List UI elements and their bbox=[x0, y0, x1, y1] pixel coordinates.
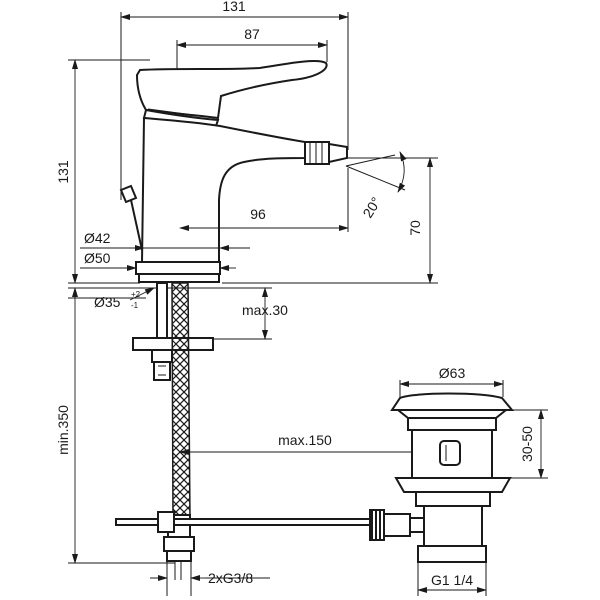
deck-line bbox=[68, 287, 230, 299]
braided-hose bbox=[171, 282, 191, 521]
label-hole-diameter: Ø35 bbox=[94, 294, 121, 310]
waste-tailpiece bbox=[423, 505, 483, 547]
dim-width-overall: 131 bbox=[120, 0, 349, 200]
label-deck-thickness: max.30 bbox=[242, 302, 288, 318]
dim-hole-diameter: Ø35 +2 -1 bbox=[94, 287, 155, 310]
waste-nut-flange bbox=[394, 477, 512, 493]
dim-spout-reach: 96 bbox=[179, 168, 349, 232]
label-hole-tol-plus: +2 bbox=[131, 290, 141, 299]
waste-valve bbox=[369, 392, 515, 563]
dim-height-overall: 131 bbox=[55, 59, 150, 284]
hose-nut-lower bbox=[163, 536, 195, 552]
dim-hose-length: min.350 bbox=[55, 287, 175, 564]
label-waste-reach: max.150 bbox=[278, 432, 332, 448]
dim-waste-range: 30-50 bbox=[510, 409, 548, 479]
waste-ring bbox=[407, 417, 497, 431]
linkage-tip bbox=[409, 517, 425, 533]
label-spout-height: 70 bbox=[407, 220, 423, 236]
base-flange bbox=[135, 261, 221, 275]
swivel-angle-annotation: 20° bbox=[345, 151, 407, 221]
dim-waste-diameter: Ø63 bbox=[399, 365, 504, 397]
label-swivel-angle: 20° bbox=[359, 194, 384, 220]
faucet-body bbox=[119, 59, 348, 283]
spout-outlet bbox=[328, 142, 348, 164]
label-height-overall: 131 bbox=[55, 160, 71, 184]
mounting-nut-lower bbox=[153, 361, 171, 381]
dim-spout-reach-top: 87 bbox=[176, 26, 328, 72]
lift-rod-knob bbox=[119, 184, 138, 204]
dim-spout-height: 70 bbox=[222, 157, 438, 284]
linkage-sleeve bbox=[383, 513, 411, 537]
dim-waste-thread: G1 1/4 bbox=[417, 562, 487, 596]
aerator bbox=[304, 141, 330, 165]
label-spout-reach: 96 bbox=[250, 206, 266, 222]
mounting-nut bbox=[151, 349, 173, 363]
dim-hose-connection: 2xG3/8 bbox=[150, 561, 270, 596]
label-waste-diameter: Ø63 bbox=[439, 365, 466, 381]
label-hose-connection: 2xG3/8 bbox=[208, 570, 253, 586]
label-spout-reach-top: 87 bbox=[244, 26, 260, 42]
hose-fitting bbox=[166, 550, 192, 562]
dim-base-diameters: Ø42 Ø50 bbox=[80, 230, 250, 271]
label-base-diameter-42: Ø42 bbox=[84, 230, 111, 246]
flex-hoses bbox=[163, 282, 195, 580]
linkage-clamp bbox=[157, 511, 175, 533]
label-waste-range: 30-50 bbox=[519, 426, 535, 462]
popup-linkage bbox=[115, 511, 379, 533]
dim-deck-thickness: max.30 bbox=[213, 287, 288, 340]
lever-handle bbox=[135, 59, 328, 120]
label-waste-thread: G1 1/4 bbox=[431, 572, 473, 588]
lift-rod bbox=[130, 199, 143, 251]
waste-bottom-nut bbox=[417, 545, 487, 563]
threaded-rod bbox=[156, 282, 168, 342]
label-hole-tol-minus: -1 bbox=[131, 301, 139, 310]
base-washer bbox=[138, 273, 220, 283]
body-spout bbox=[140, 116, 306, 263]
waste-locknut bbox=[415, 491, 491, 507]
waste-flange bbox=[395, 409, 509, 419]
label-hose-length: min.350 bbox=[55, 405, 71, 455]
waste-plug-cap bbox=[390, 392, 515, 411]
waste-slot bbox=[439, 440, 461, 466]
label-width-overall: 131 bbox=[222, 0, 246, 14]
label-base-diameter-50: Ø50 bbox=[84, 250, 111, 266]
linkage-rod bbox=[115, 518, 379, 526]
